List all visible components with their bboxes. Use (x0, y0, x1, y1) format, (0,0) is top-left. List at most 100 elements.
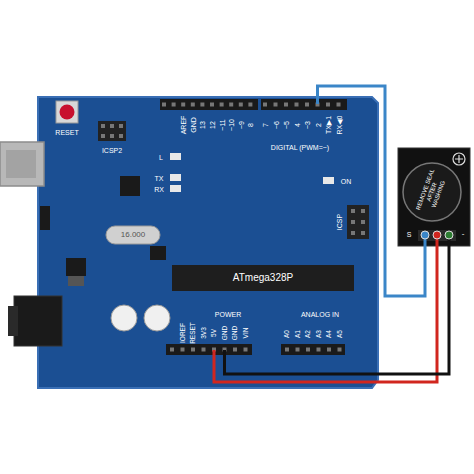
pin-label: - (462, 230, 465, 238)
pin-gnd (445, 231, 453, 239)
led-label: RX (154, 186, 164, 193)
header-label: ICSP (336, 214, 343, 230)
usb-connector (0, 142, 44, 186)
atmega-chip (172, 265, 354, 291)
digital-header-2 (261, 99, 347, 110)
pin-label: 12 (209, 121, 216, 129)
led-tx (170, 174, 181, 181)
buzzer (403, 163, 461, 221)
pin-hole (295, 103, 299, 107)
pin-label: 7 (262, 123, 269, 127)
pin-hole (338, 348, 342, 352)
usb-inner (6, 150, 36, 178)
pin-label: A3 (315, 330, 322, 338)
pin-hole (284, 103, 288, 107)
icsp-header (347, 205, 369, 239)
pin-hole (361, 231, 365, 235)
pin-hole (326, 103, 330, 107)
pin-hole (263, 103, 267, 107)
led-l (170, 153, 181, 160)
pin-hole (220, 103, 224, 107)
digital-header-1 (160, 99, 258, 110)
pin-hole (229, 103, 233, 107)
pin-label: A2 (305, 330, 312, 338)
pin-hole (210, 103, 214, 107)
ground-wire (225, 237, 450, 374)
pin-label: ~11 (218, 119, 225, 130)
pin-label: 13 (199, 121, 206, 129)
pin-hole (274, 103, 278, 107)
pin-hole (110, 134, 114, 138)
pin-hole (101, 134, 105, 138)
pin-hole (351, 231, 355, 235)
capacitor (144, 305, 170, 331)
arduino-board (38, 97, 378, 388)
pin-label: S (407, 231, 412, 238)
regulator-tab (68, 276, 84, 286)
pin-hole (248, 103, 252, 107)
pin-label: A5 (336, 330, 343, 338)
pin-label: RX◀0 (335, 115, 342, 134)
voltage-regulator (66, 258, 86, 276)
pin-label: A4 (326, 330, 333, 338)
power-wire (214, 237, 437, 382)
button-label: RESET (55, 129, 78, 136)
pin-label: 3V3 (200, 327, 207, 339)
pin-hole (361, 209, 365, 213)
pin-hole (110, 124, 114, 128)
led-label: L (159, 154, 163, 161)
pin-hole (305, 103, 309, 107)
pin-hole (306, 348, 310, 352)
pin-hole (351, 220, 355, 224)
pin-hole (327, 348, 331, 352)
usb-chip (120, 176, 140, 196)
pin-hole (244, 348, 248, 352)
capacitor (111, 305, 137, 331)
pin-label: AREF (180, 116, 187, 135)
pin-hole (202, 348, 206, 352)
pin-vcc (433, 231, 441, 239)
pin-label: A1 (294, 330, 301, 338)
section-label: ANALOG IN (301, 311, 339, 318)
pin-label: GND (221, 326, 228, 340)
crystal-label: 16.000 (121, 231, 145, 239)
pin-s (421, 231, 429, 239)
pin-hole (200, 103, 204, 107)
pin-label: ~9 (237, 121, 244, 129)
pin-label: ~10 (228, 119, 235, 131)
pin-hole (285, 348, 289, 352)
pin-label: TX▶1 (325, 116, 332, 134)
pin-hole (101, 124, 105, 128)
pin-hole (317, 348, 321, 352)
led-label: ON (341, 178, 352, 185)
pin-label: 2 (314, 123, 321, 127)
pin-label: GND (232, 326, 239, 340)
pin-hole (191, 103, 195, 107)
pin-hole (233, 348, 237, 352)
signal-wire (318, 86, 426, 296)
plus-symbol (455, 155, 463, 163)
pin-label: ~6 (272, 121, 279, 129)
led-label: TX (155, 175, 164, 182)
reset-button (56, 101, 78, 123)
pin-label: GND (189, 117, 196, 133)
reset-cap (60, 105, 75, 120)
section-label: POWER (215, 311, 241, 318)
crystal (106, 226, 160, 244)
pin-hole (162, 103, 166, 107)
pin-hole (181, 348, 185, 352)
section-label: DIGITAL (PWM=~) (271, 144, 329, 151)
pin-label: ~5 (283, 121, 290, 129)
power-jack (14, 296, 62, 346)
pin-hole (119, 124, 123, 128)
analog-header (281, 344, 345, 355)
led-rx (170, 185, 181, 192)
pin-hole (181, 103, 185, 107)
pin-hole (191, 348, 195, 352)
pin-hole (296, 348, 300, 352)
fuse (40, 206, 50, 230)
buzzer-module (398, 148, 470, 246)
pin-label: RESET (190, 322, 197, 344)
pin-label: ~3 (304, 121, 311, 129)
